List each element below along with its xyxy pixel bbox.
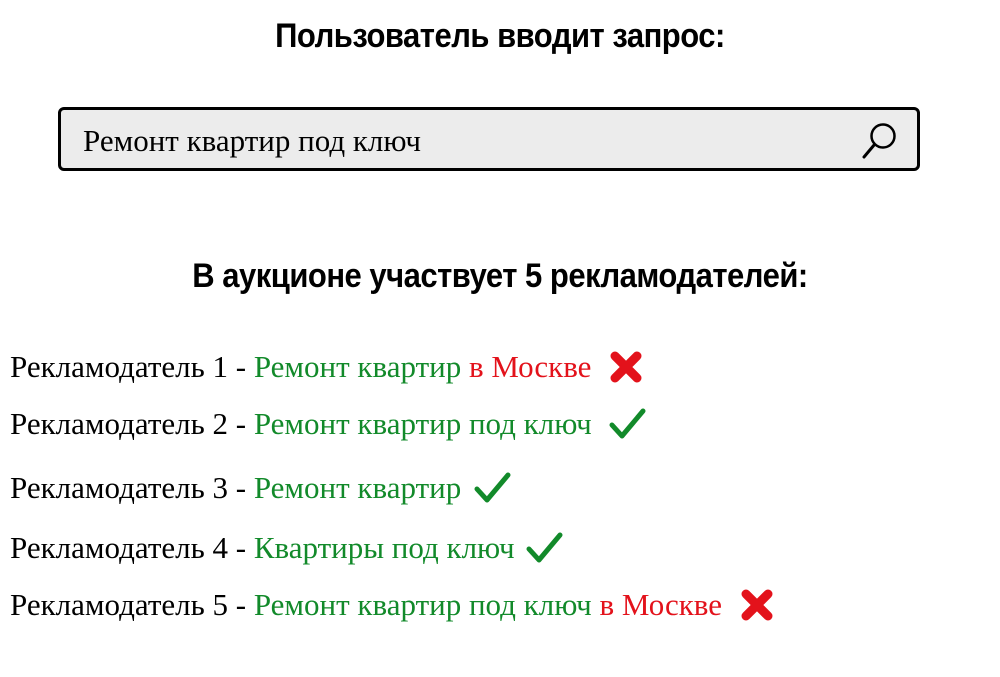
check-icon [473,469,511,507]
advertiser-row-5: Рекламодатель 5 - Ремонт квартир под клю… [10,583,776,627]
advertiser-label: Рекламодатель 2 [10,406,228,441]
advertiser-label: Рекламодатель 3 [10,470,228,505]
advertiser-row-1: Рекламодатель 1 - Ремонт квартир в Москв… [10,345,645,389]
advertiser-separator: - [228,587,254,622]
advertiser-label: Рекламодатель 4 [10,530,228,565]
advertiser-keyword-extra: в Москве [468,349,592,384]
advertiser-label: Рекламодатель 1 [10,349,228,384]
advertiser-separator: - [228,530,254,565]
advertiser-separator: - [228,349,254,384]
advertiser-keyword-match: Ремонт квартир под ключ [253,406,592,441]
check-icon [525,529,563,567]
advertiser-row-2: Рекламодатель 2 - Ремонт квартир под клю… [10,402,646,446]
advertiser-row-3: Рекламодатель 3 - Ремонт квартир [10,466,511,510]
advertiser-label: Рекламодатель 5 [10,587,228,622]
check-icon [608,405,646,443]
advertiser-keyword-match: Ремонт квартир [253,349,462,384]
advertiser-keyword-match: Квартиры под ключ [253,530,515,565]
search-input-value[interactable]: Ремонт квартир под ключ [83,123,421,158]
auction-heading: В аукционе участвует 5 рекламодателей: [192,255,808,296]
advertiser-keyword-match: Ремонт квартир под ключ [253,587,592,622]
cross-icon [738,586,776,624]
advertiser-keyword-match: Ремонт квартир [253,470,462,505]
advertiser-separator: - [228,470,254,505]
search-field[interactable]: Ремонт квартир под ключ [58,107,920,171]
advertiser-row-4: Рекламодатель 4 - Квартиры под ключ [10,526,563,570]
advertiser-separator: - [228,406,254,441]
cross-icon [607,348,645,386]
advertiser-keyword-extra: в Москве [599,587,723,622]
search-icon[interactable] [861,121,899,161]
query-heading: Пользователь вводит запрос: [275,15,725,56]
